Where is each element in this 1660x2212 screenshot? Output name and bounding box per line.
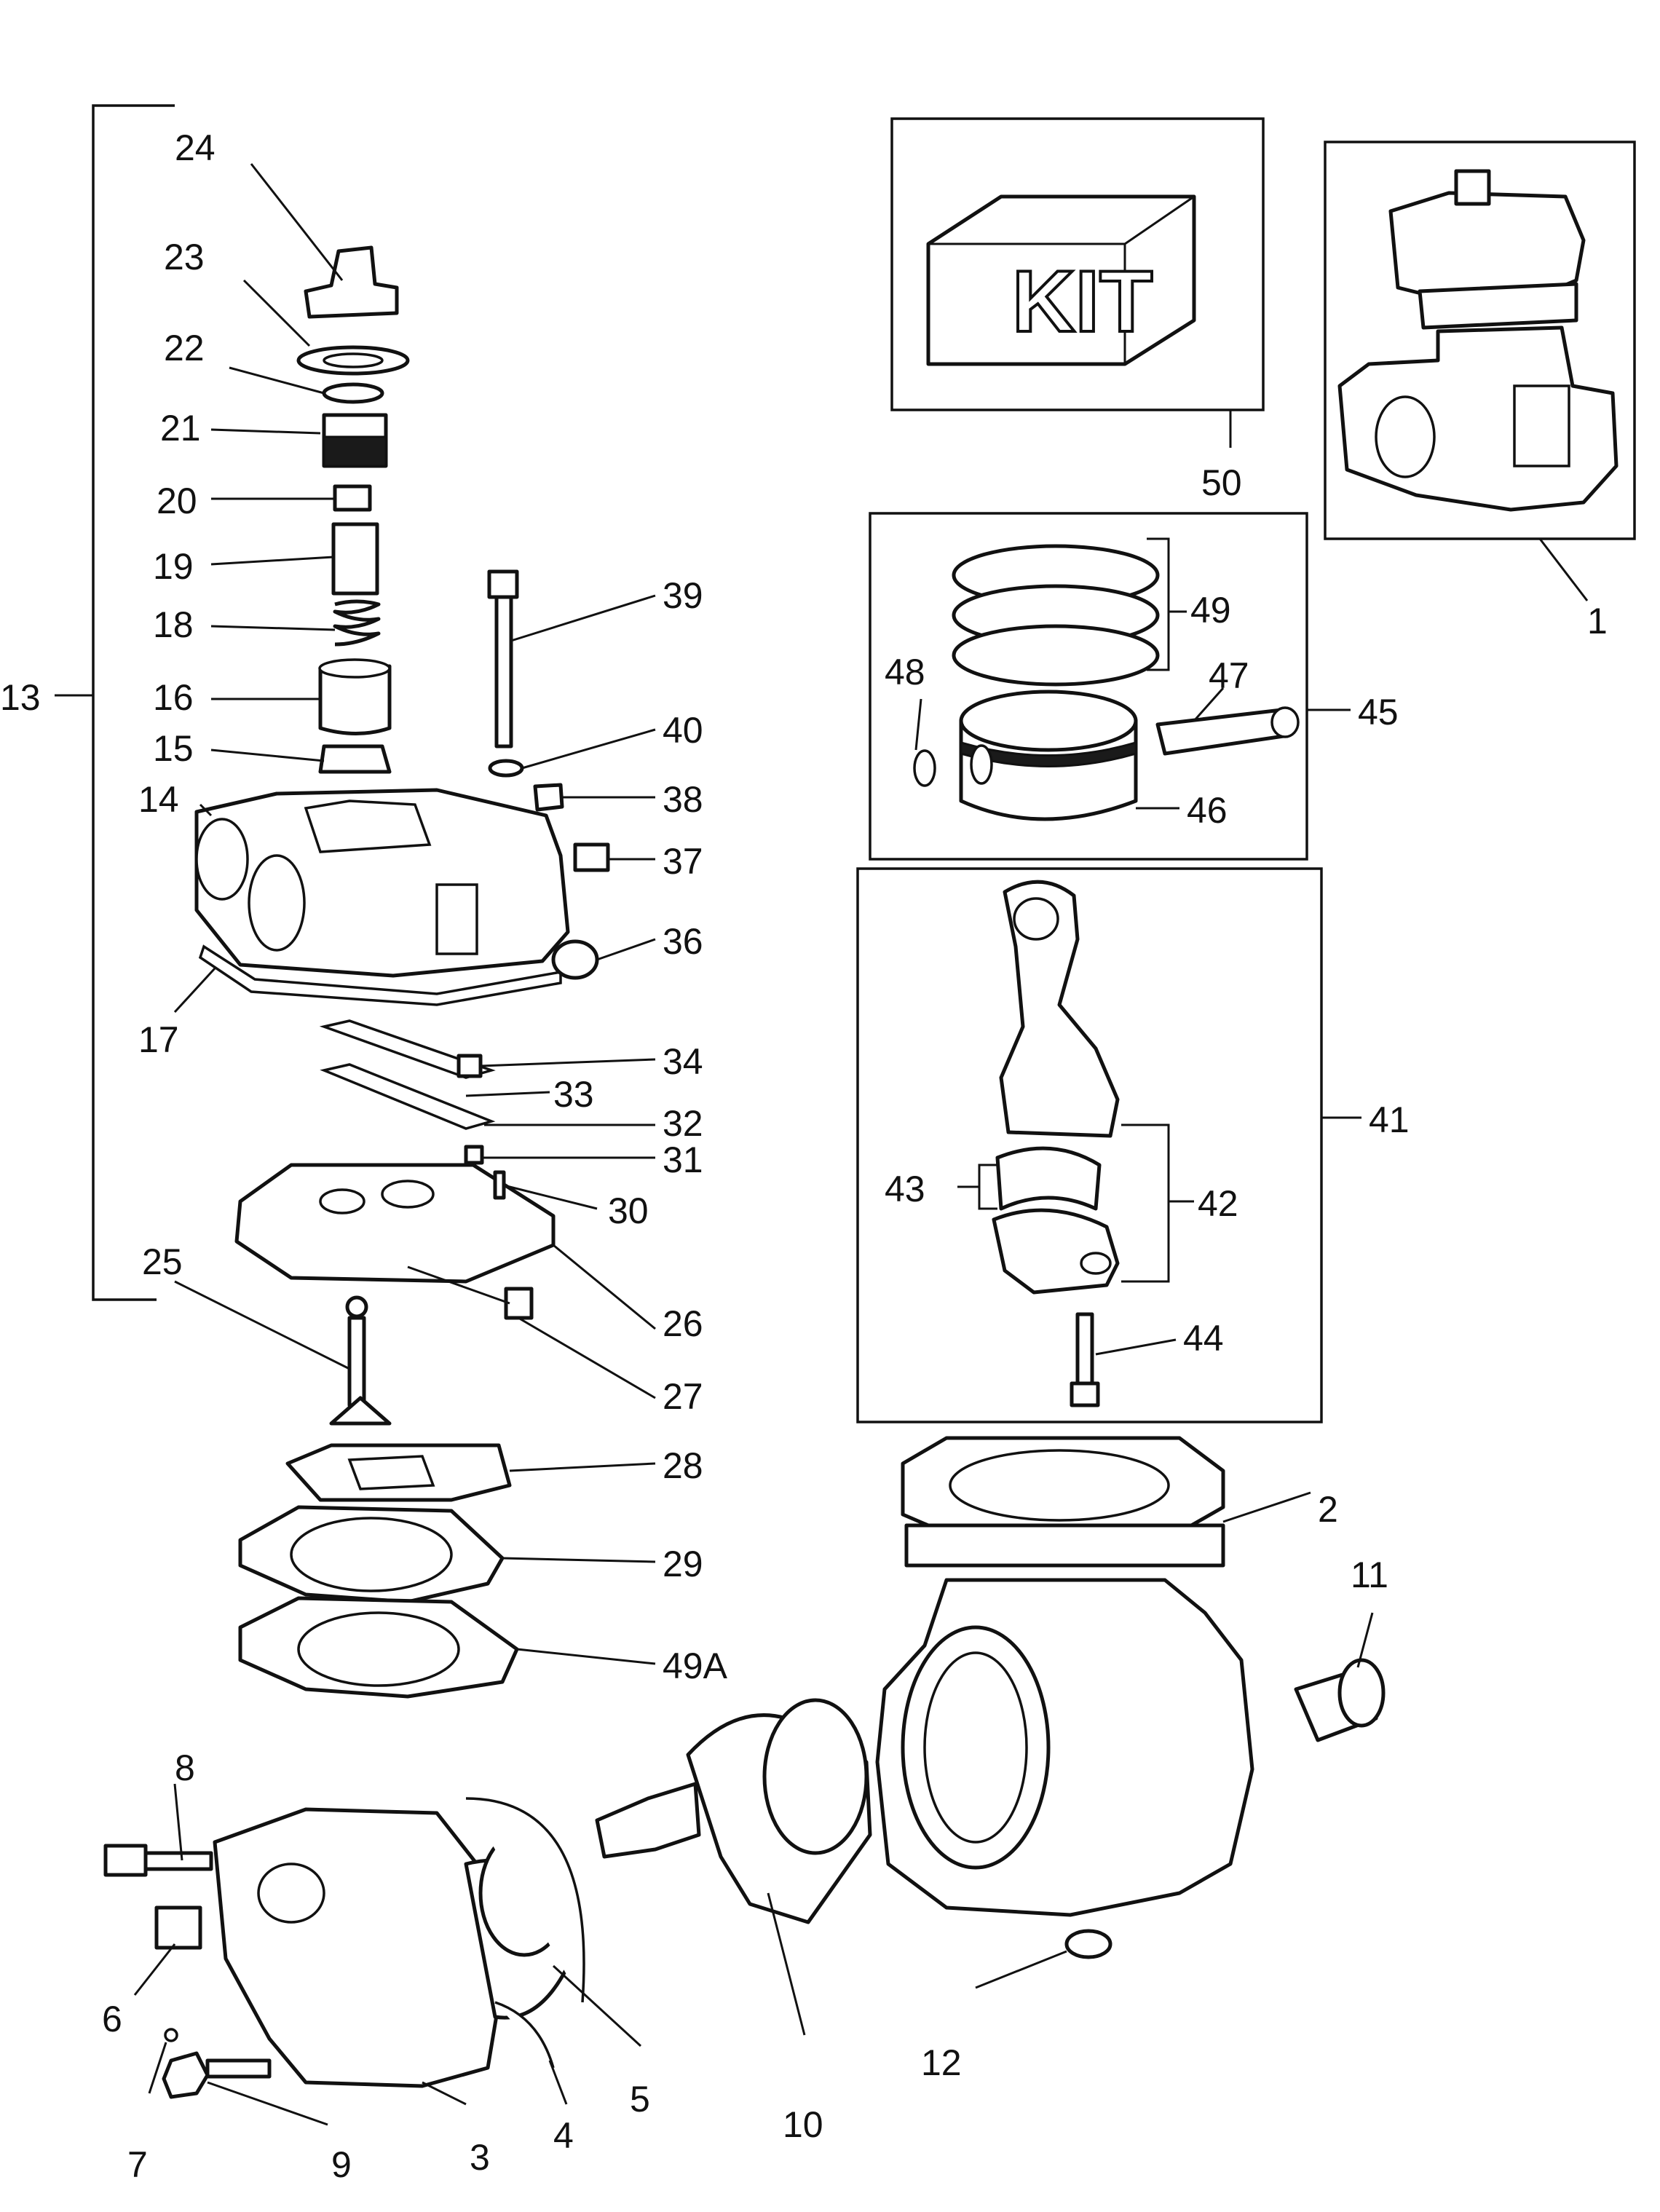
label-49: 49 (1190, 590, 1231, 631)
callout-labels: 1 2 3 4 5 6 7 8 9 10 11 12 13 14 15 16 1… (0, 127, 1608, 2185)
label-1: 1 (1587, 601, 1608, 641)
label-29: 29 (663, 1544, 703, 1584)
gasket-group (238, 1443, 656, 1699)
compressor-assembly-box (1324, 141, 1636, 601)
label-45: 45 (1358, 692, 1399, 732)
label-44: 44 (1183, 1318, 1224, 1359)
kit-box: KIT (890, 117, 1265, 448)
label-46: 46 (1187, 790, 1228, 831)
label-6: 6 (102, 1999, 122, 2039)
label-40: 40 (663, 710, 703, 751)
label-41: 41 (1369, 1099, 1410, 1140)
label-23: 23 (164, 237, 205, 277)
label-28: 28 (663, 1445, 703, 1486)
label-9: 9 (331, 2144, 352, 2185)
label-38: 38 (663, 779, 703, 820)
label-16: 16 (153, 677, 194, 718)
label-2: 2 (1318, 1489, 1338, 1530)
label-21: 21 (160, 408, 201, 449)
label-31: 31 (663, 1139, 703, 1180)
crankshaft (595, 1698, 872, 2036)
label-32: 32 (663, 1103, 703, 1144)
label-48: 48 (885, 652, 925, 692)
label-14: 14 (138, 779, 179, 820)
small-head-parts (487, 569, 656, 980)
label-42: 42 (1198, 1183, 1238, 1224)
label-12: 12 (921, 2042, 962, 2083)
label-33: 33 (553, 1074, 594, 1115)
label-43: 43 (885, 1169, 925, 1209)
label-25: 25 (142, 1241, 183, 1282)
label-39: 39 (663, 575, 703, 616)
label-8: 8 (175, 1747, 195, 1788)
label-47: 47 (1209, 655, 1249, 696)
label-13: 13 (0, 677, 41, 718)
piston-box (869, 512, 1351, 861)
label-49a: 49A (663, 1646, 728, 1686)
label-7: 7 (127, 2144, 148, 2185)
label-36: 36 (663, 921, 703, 962)
connecting-rod-box (856, 867, 1361, 1423)
label-10: 10 (783, 2104, 823, 2145)
label-11: 11 (1351, 1555, 1388, 1595)
label-18: 18 (153, 604, 194, 645)
label-17: 17 (138, 1019, 179, 1060)
crankcase (875, 1436, 1386, 1989)
label-4: 4 (553, 2115, 574, 2156)
label-24: 24 (175, 127, 216, 168)
label-30: 30 (608, 1190, 649, 1231)
valve-plate-group (174, 1019, 656, 1426)
label-3: 3 (470, 2137, 490, 2178)
label-15: 15 (153, 728, 194, 769)
label-34: 34 (663, 1041, 703, 1082)
label-19: 19 (153, 546, 194, 587)
end-cover-group (103, 1783, 642, 2126)
bracket-13 (55, 104, 175, 1301)
kit-text: KIT (1012, 253, 1153, 350)
head-valve-stack (173, 163, 570, 1014)
label-50: 50 (1201, 462, 1242, 503)
label-20: 20 (157, 481, 197, 521)
label-27: 27 (663, 1376, 703, 1417)
label-37: 37 (663, 841, 703, 882)
label-5: 5 (630, 2079, 650, 2120)
label-26: 26 (663, 1303, 703, 1344)
label-22: 22 (164, 328, 205, 368)
